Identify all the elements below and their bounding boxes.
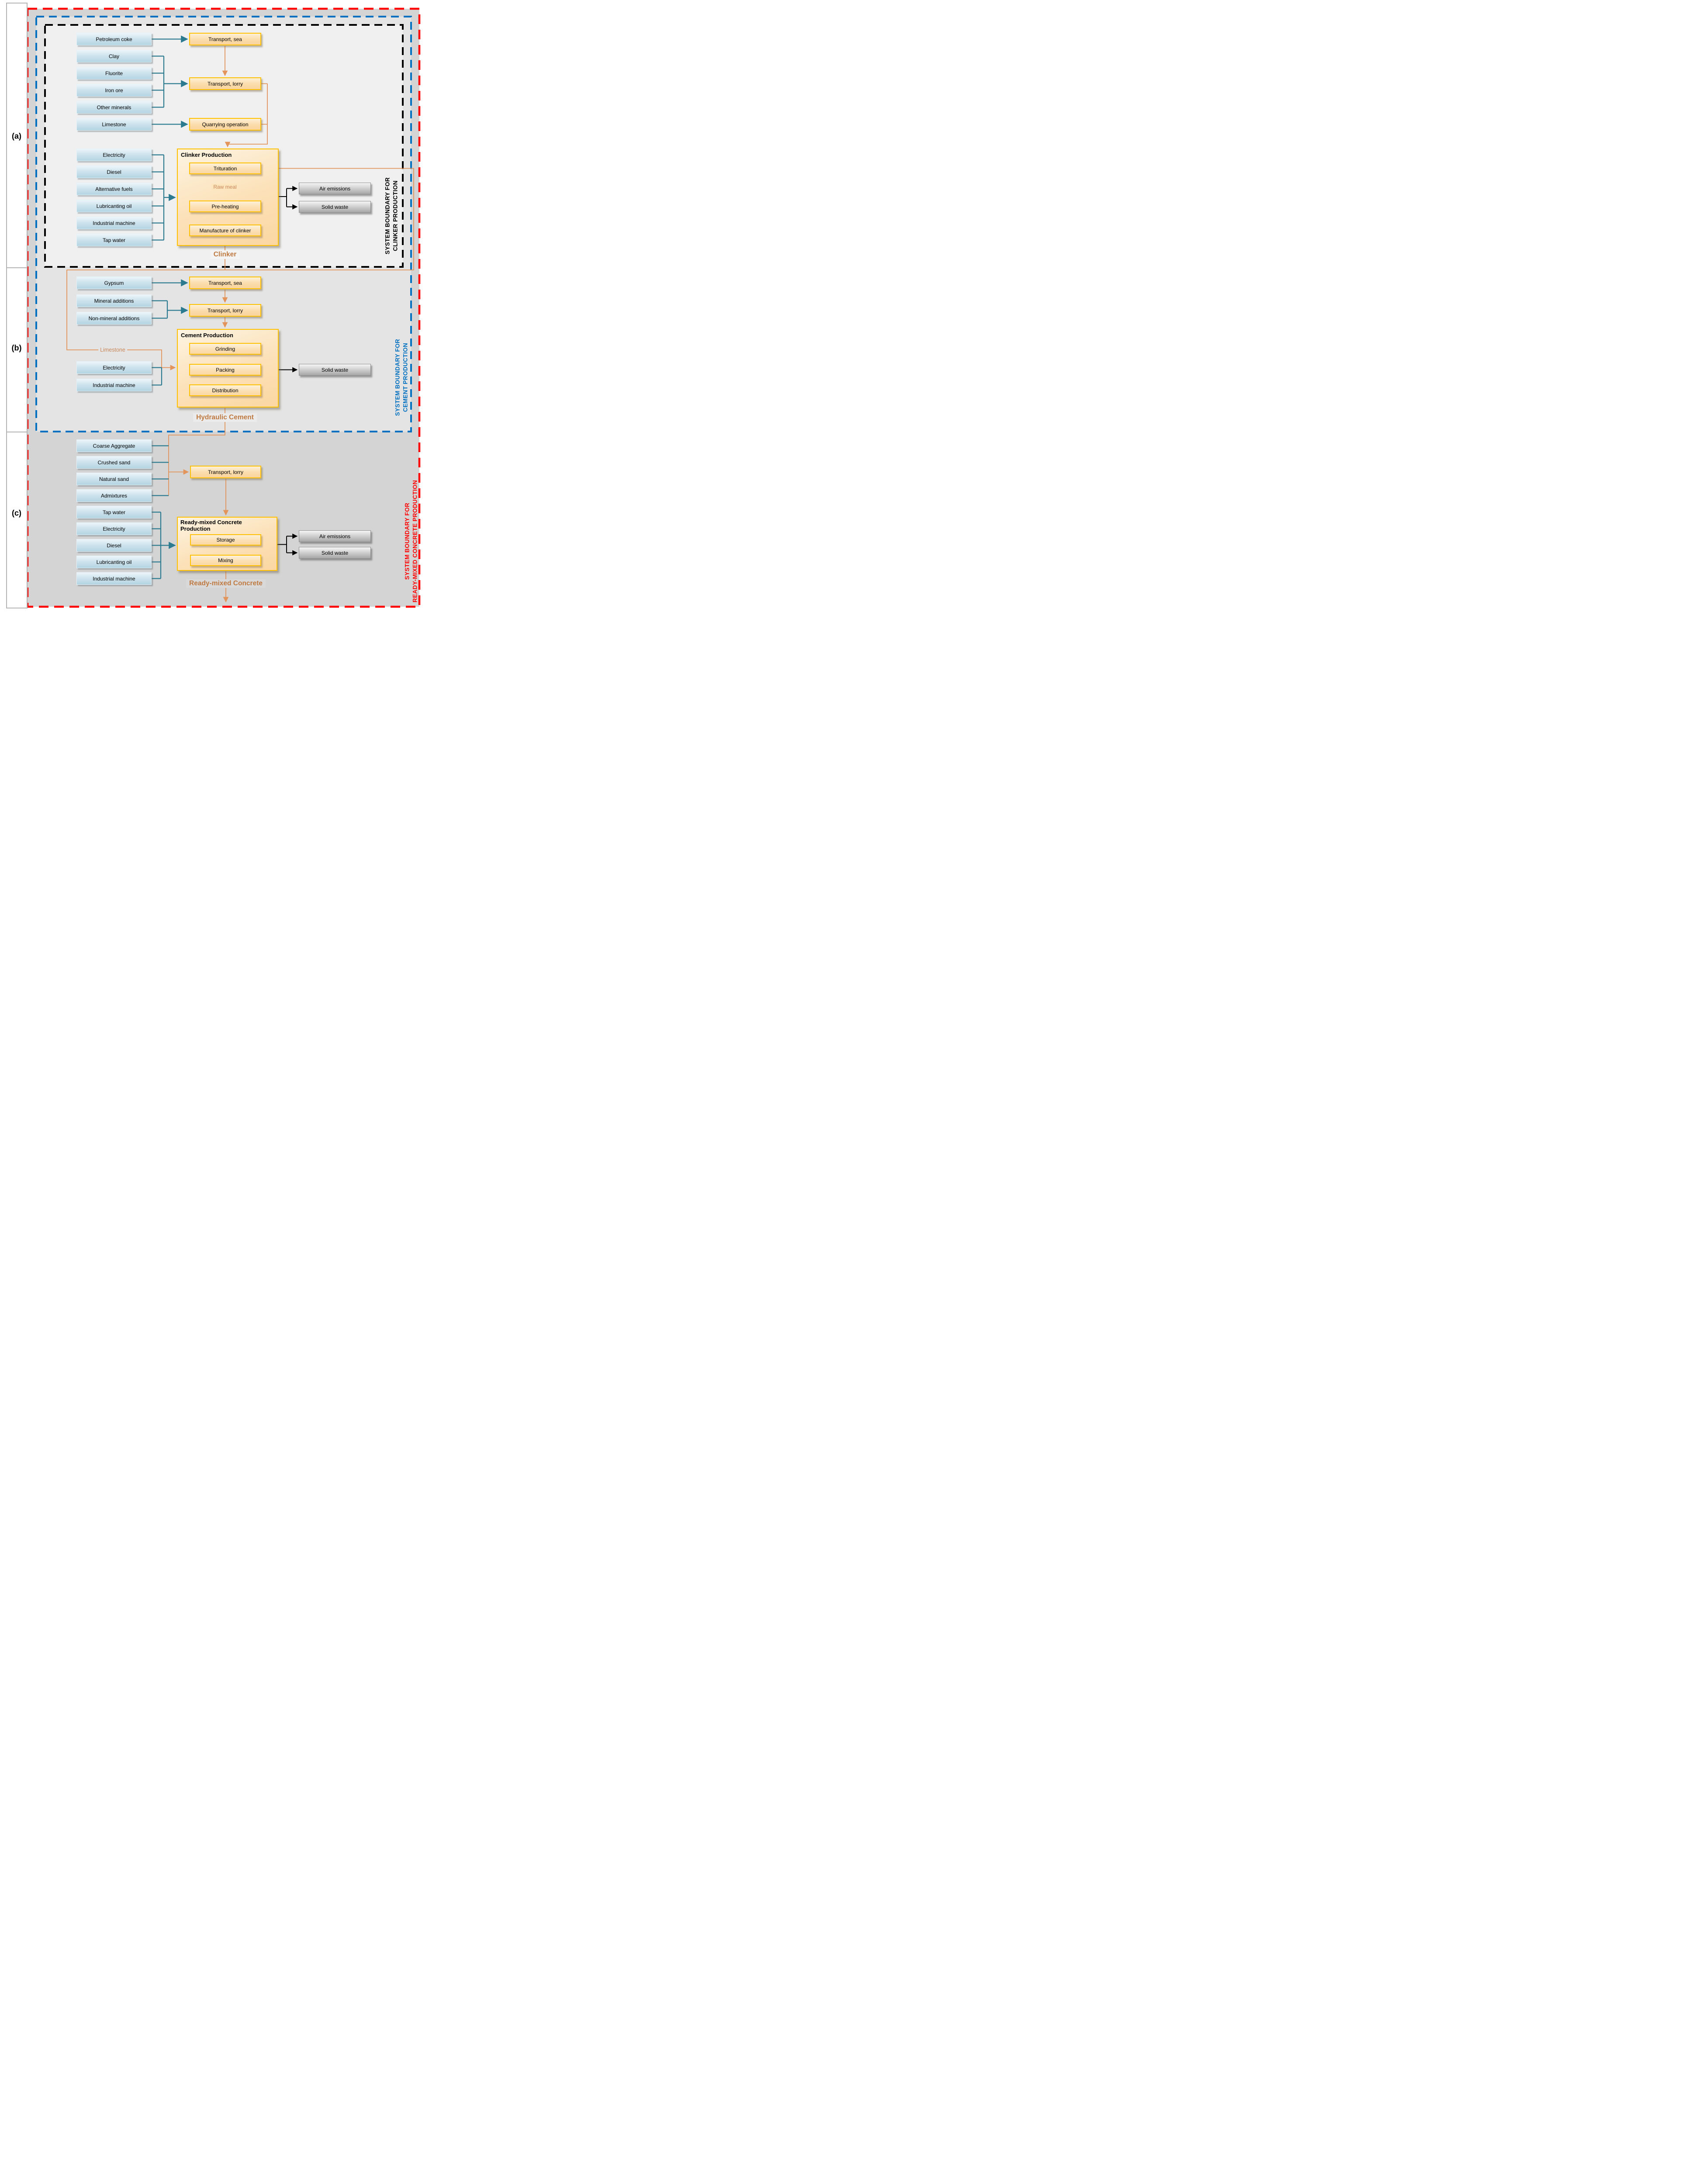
input-admixtures: Admixtures [76, 489, 152, 502]
input-non-mineral-additions: Non-mineral additions [76, 312, 152, 325]
step-distribution: Distribution [189, 384, 261, 396]
panel-label-a: (a) [12, 131, 21, 141]
step-manufacture-of-clinker: Manufacture of clinker [189, 225, 261, 236]
ready-mixed-concrete-production-title: Ready-mixed Concrete Production [180, 519, 242, 532]
concrete-output-flows [277, 533, 298, 556]
cement-production-title: Cement Production [181, 332, 233, 339]
input-diesel-a: Diesel [76, 166, 152, 178]
ready-mixed-concrete-product-label: Ready-mixed Concrete [186, 579, 266, 588]
cement-boundary-caption: SYSTEM BOUNDARY FOR CEMENT PRODUCTION [394, 339, 409, 416]
input-electricity-c: Electricity [76, 522, 152, 535]
input-natural-sand: Natural sand [76, 473, 152, 485]
rmc-title-line2: Production [180, 525, 211, 532]
input-lubricanting-oil-a: Lubricanting oil [76, 200, 152, 212]
step-pre-heating: Pre-heating [189, 200, 261, 212]
input-tap-water-a: Tap water [76, 234, 152, 246]
panel-divider-ab [6, 267, 28, 268]
concrete-boundary-caption: SYSTEM BOUNDARY FOR READY-MIXED CONCRETE… [403, 480, 418, 602]
clinker-output-flows [279, 186, 298, 210]
panel-label-b: (b) [11, 343, 22, 352]
clinker-material-flows [152, 35, 188, 241]
input-industrial-machine-b: Industrial machine [76, 379, 152, 391]
clinker-production-title: Clinker Production [181, 152, 232, 158]
clinker-boundary-caption: SYSTEM BOUNDARY FOR CLINKER PRODUCTION [384, 177, 399, 254]
step-trituration: Trituration [189, 162, 261, 174]
output-air-emissions-c: Air emissions [299, 530, 371, 542]
diagram-page: (a) (b) (c) Petroleum coke Clay Fluorite… [0, 0, 426, 609]
cement-boundary-caption-line1: SYSTEM BOUNDARY FOR [394, 339, 401, 416]
process-transport-lorry-a: Transport, lorry [189, 77, 261, 90]
concrete-boundary-caption-line1: SYSTEM BOUNDARY FOR [404, 502, 411, 580]
rmc-title-line1: Ready-mixed Concrete [180, 519, 242, 525]
clinker-boundary-caption-line2: CLINKER PRODUCTION [392, 180, 398, 251]
process-transport-lorry-c: Transport, lorry [190, 466, 261, 478]
input-industrial-machine-a: Industrial machine [76, 217, 152, 229]
step-mixing: Mixing [190, 555, 261, 566]
input-diesel-c: Diesel [76, 539, 152, 552]
input-other-minerals: Other minerals [76, 101, 152, 114]
cement-material-flows [152, 279, 188, 386]
input-lubricanting-oil-c: Lubricanting oil [76, 556, 152, 568]
process-transport-sea-b: Transport, sea [189, 276, 261, 289]
input-limestone: Limestone [76, 118, 152, 131]
input-crushed-sand: Crushed sand [76, 456, 152, 469]
process-quarrying-operation: Quarrying operation [189, 118, 261, 131]
output-air-emissions-a: Air emissions [299, 183, 371, 194]
input-industrial-machine-c: Industrial machine [76, 572, 152, 585]
panel-index-column [6, 3, 28, 608]
output-solid-waste-c: Solid waste [299, 547, 371, 559]
step-packing: Packing [189, 364, 261, 376]
concrete-boundary-caption-line2: READY-MIXED CONCRETE PRODUCTION [412, 480, 418, 603]
step-storage: Storage [190, 534, 261, 546]
concrete-material-flows [152, 445, 176, 579]
clinker-boundary-caption-line1: SYSTEM BOUNDARY FOR [384, 177, 391, 255]
process-transport-sea-a: Transport, sea [189, 33, 261, 45]
input-gypsum: Gypsum [76, 276, 152, 289]
input-petroleum-coke: Petroleum coke [76, 33, 152, 45]
step-grinding: Grinding [189, 343, 261, 355]
process-transport-lorry-b: Transport, lorry [189, 304, 261, 317]
input-electricity-b: Electricity [76, 361, 152, 374]
clinker-product-label: Clinker [210, 250, 240, 259]
raw-meal-label: Raw meal [211, 184, 239, 190]
input-mineral-additions: Mineral additions [76, 294, 152, 307]
input-clay: Clay [76, 50, 152, 62]
input-iron-ore: Iron ore [76, 84, 152, 97]
cement-boundary-caption-line2: CEMENT PRODUCTION [402, 342, 408, 412]
input-tap-water-c: Tap water [76, 506, 152, 518]
output-solid-waste-a: Solid waste [299, 201, 371, 213]
input-fluorite: Fluorite [76, 67, 152, 79]
panel-label-c: (c) [12, 508, 21, 518]
input-coarse-aggregate: Coarse Aggregate [76, 439, 152, 452]
output-solid-waste-b: Solid waste [299, 364, 371, 376]
limestone-flow-label: Limestone [98, 347, 127, 353]
input-alternative-fuels: Alternative fuels [76, 183, 152, 195]
input-electricity-a: Electricity [76, 149, 152, 161]
hydraulic-cement-product-label: Hydraulic Cement [193, 413, 257, 422]
